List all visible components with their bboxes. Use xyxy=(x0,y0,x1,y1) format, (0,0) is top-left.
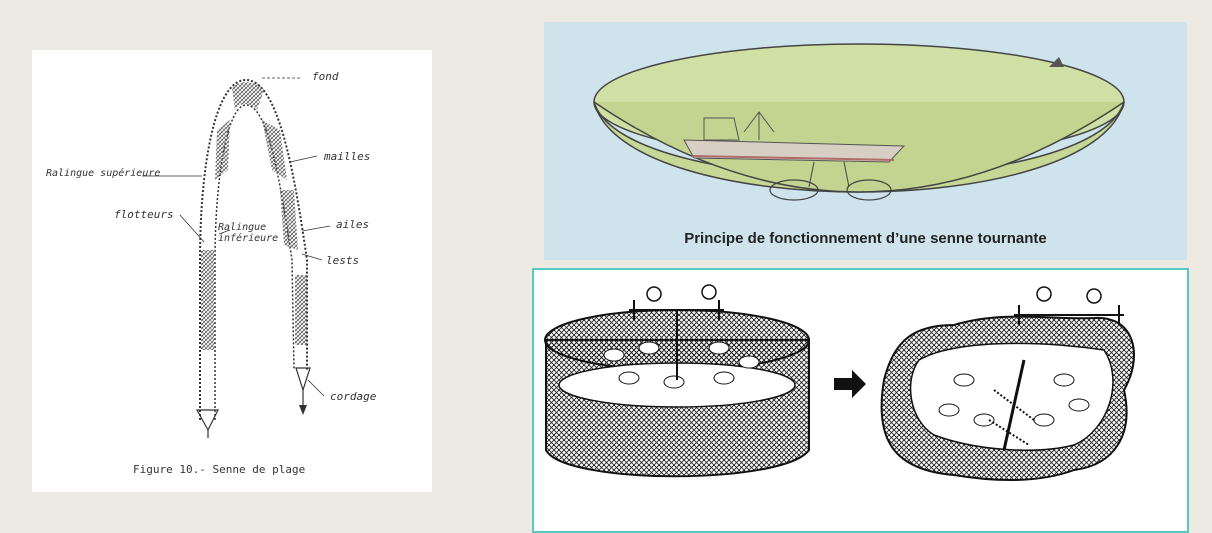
label-ailes: ailes xyxy=(336,218,369,231)
net-closing-drawing xyxy=(534,270,1187,531)
mesh-right-upper xyxy=(262,120,287,180)
arrow-icon xyxy=(834,370,866,398)
label-fond: fond xyxy=(312,70,339,83)
open-net-cylinder xyxy=(545,285,809,476)
mesh-right-lower xyxy=(295,275,307,345)
label-flotteurs: flotteurs xyxy=(114,208,174,221)
label-lests: lests xyxy=(326,254,359,267)
closed-net-purse xyxy=(882,287,1134,480)
label-ralingue-superieure: Ralingue supérieure xyxy=(46,168,160,179)
purse-seine-principle: Principe de fonctionnement d’une senne t… xyxy=(544,22,1187,260)
seine-outer-line xyxy=(200,80,307,420)
net-closing-sequence xyxy=(532,268,1189,533)
label-mailles: mailles xyxy=(324,150,370,163)
right-end-cone xyxy=(296,368,310,390)
mesh-left-lower xyxy=(201,250,214,350)
purse-seine-bowl-drawing xyxy=(544,22,1187,260)
mesh-left-upper xyxy=(215,120,230,180)
beach-seine-drawing xyxy=(32,50,432,492)
purse-seine-caption: Principe de fonctionnement d’une senne t… xyxy=(544,230,1187,247)
label-ralingue-inferieure: Ralingue inférieure xyxy=(218,222,298,244)
figure-caption: Figure 10.- Senne de plage xyxy=(133,463,305,476)
label-cordage: cordage xyxy=(330,390,376,403)
beach-seine-figure: fond mailles Ralingue supérieure flotteu… xyxy=(32,50,432,492)
